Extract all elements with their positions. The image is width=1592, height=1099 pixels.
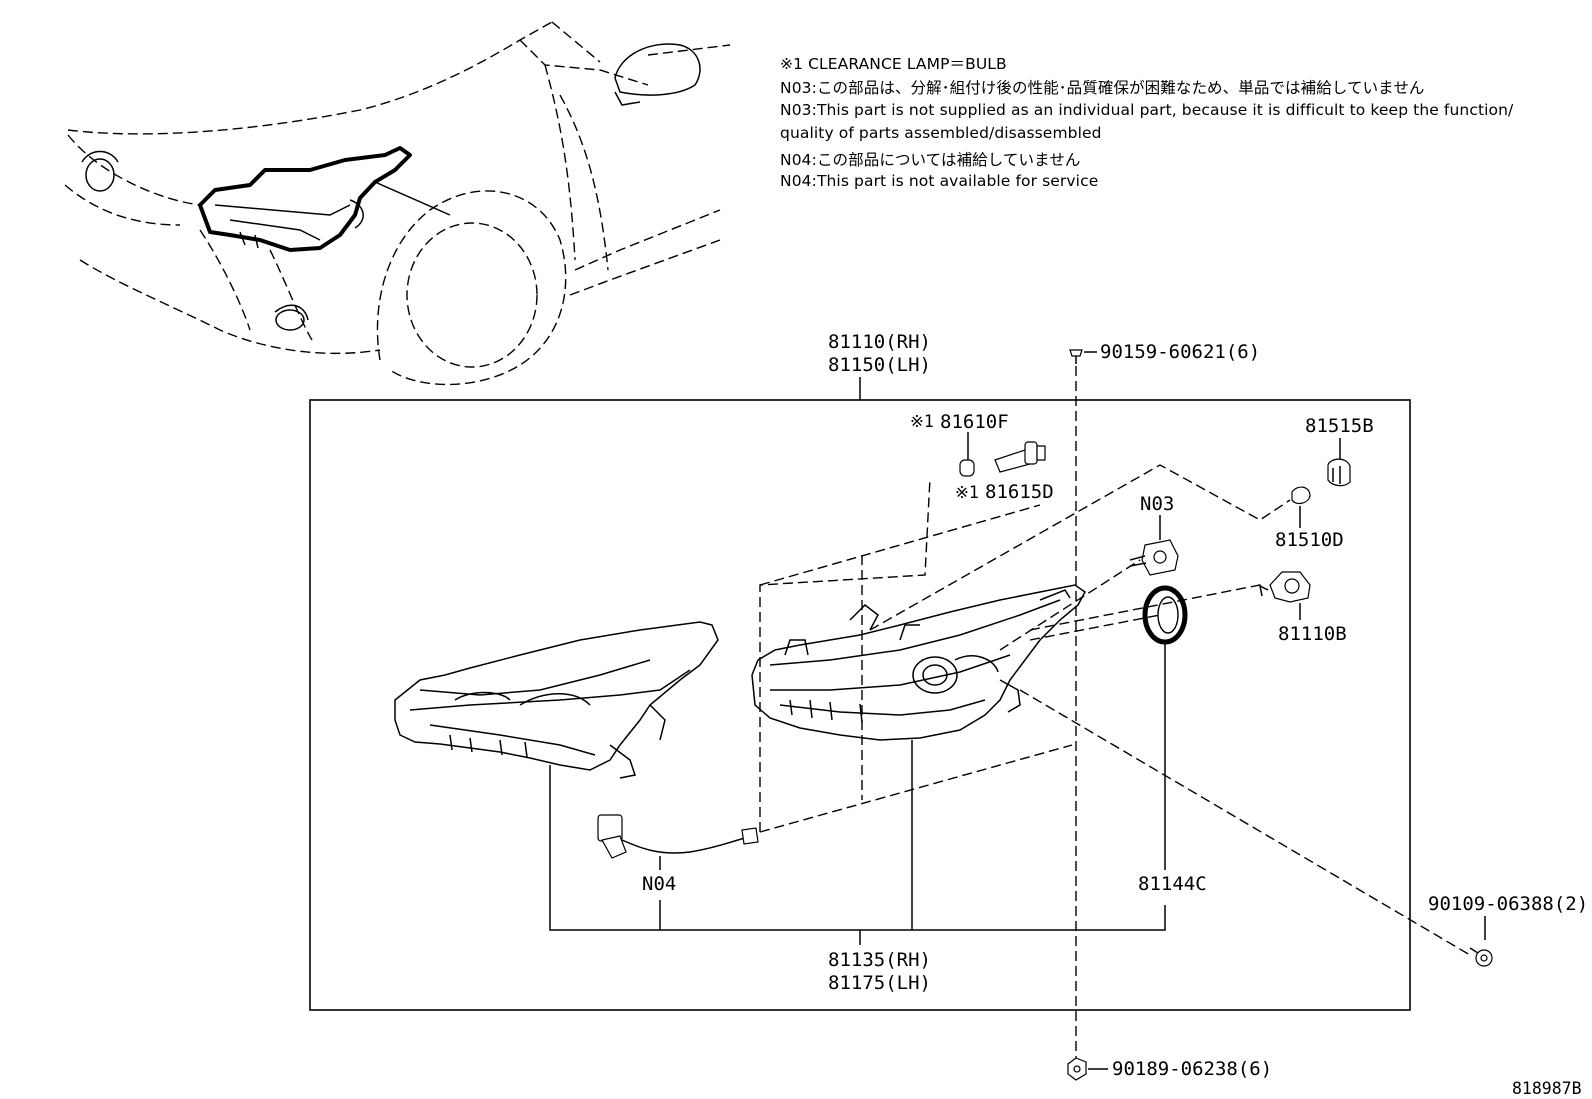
label-81610f: 81610F [940, 411, 1009, 433]
label-ref1-81610f: ※1 [910, 412, 934, 431]
label-ref-code: 818987B [1512, 1079, 1582, 1098]
note-clearance-lamp: ※1 CLEARANCE LAMP＝BULB [780, 55, 1007, 73]
headlamp-lh-illustration [394, 621, 719, 779]
label-81110b: 81110B [1278, 623, 1347, 645]
gasket-81144c-icon [1142, 585, 1188, 645]
label-n04: N04 [642, 873, 676, 895]
bulb-81610f-icon [959, 459, 975, 477]
bulb-81110b-icon [1258, 571, 1311, 603]
note-n03-english-line2: quality of parts assembled/disassembled [780, 124, 1102, 142]
screw-top-icon [1069, 349, 1083, 364]
label-bolt-right: 90109-06388(2) [1428, 893, 1588, 915]
label-unit-rh: 81135(RH) [828, 949, 931, 971]
label-ref1-81615d: ※1 [955, 483, 979, 502]
note-n04-english: N04:This part is not available for servi… [780, 172, 1099, 190]
label-unit-lh: 81175(LH) [828, 972, 931, 994]
label-screw-top: 90159-60621(6) [1100, 341, 1260, 363]
screw-bottom-icon [1067, 1057, 1087, 1081]
harness-n04-icon [597, 814, 759, 859]
label-81515b: 81515B [1305, 415, 1374, 437]
vehicle-locator-sketch [64, 21, 731, 386]
headlamp-rh-illustration [751, 584, 1086, 741]
socket-81510d-icon [1291, 486, 1311, 505]
label-81510d: 81510D [1275, 529, 1344, 551]
label-n03: N03 [1140, 493, 1174, 515]
note-n04-japanese: N04:この部品については補給していません [780, 151, 1081, 169]
cap-81515b-icon [1327, 458, 1351, 487]
note-n03-english-line1: N03:This part is not supplied as an indi… [780, 101, 1514, 119]
part-n03-icon [1129, 539, 1179, 576]
label-81144c: 81144C [1138, 873, 1207, 895]
note-n03-japanese: N03:この部品は、分解･組付け後の性能･品質確保が困難なため、単品では補給して… [780, 79, 1425, 97]
bolt-right-icon [1469, 947, 1493, 967]
label-assy-rh: 81110(RH) [828, 331, 931, 353]
label-assy-lh: 81150(LH) [828, 354, 931, 376]
label-81615d: 81615D [985, 481, 1054, 503]
label-screw-bottom: 90189-06238(6) [1112, 1058, 1272, 1080]
bulb-81615d-icon [994, 441, 1046, 473]
